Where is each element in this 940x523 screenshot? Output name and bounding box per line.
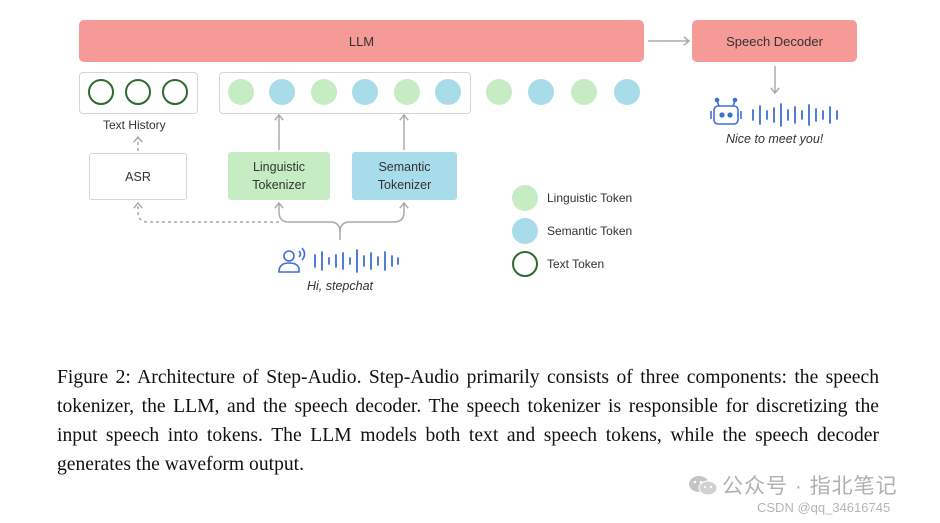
linguistic-token	[486, 79, 512, 105]
text-token	[125, 79, 151, 105]
speech-token-container	[219, 72, 471, 114]
asr-label: ASR	[125, 169, 151, 184]
legend-linguistic-label: Linguistic Token	[547, 191, 633, 205]
text-token	[162, 79, 188, 105]
legend-semantic-swatch	[512, 218, 538, 244]
semantic-token	[269, 79, 295, 105]
linguistic-tokenizer-label: Linguistic Tokenizer	[252, 160, 306, 192]
robot-icon	[710, 97, 742, 125]
output-utterance: Nice to meet you!	[726, 132, 824, 146]
linguistic-token	[394, 79, 420, 105]
semantic-tokenizer-label: Semantic Tokenizer	[377, 160, 432, 192]
output-waveform	[752, 103, 838, 127]
legend-semantic-label: Semantic Token	[547, 224, 633, 238]
input-waveform	[314, 249, 399, 273]
semantic-token	[528, 79, 554, 105]
llm-label: LLM	[348, 33, 375, 49]
text-token	[88, 79, 114, 105]
asr-block: ASR	[89, 153, 187, 200]
linguistic-token	[571, 79, 597, 105]
speech-decoder-label: Speech Decoder	[726, 33, 823, 49]
legend-text-label: Text Token	[547, 257, 605, 271]
watermark-csdn: CSDN @qq_34616745	[757, 500, 891, 515]
linguistic-token	[228, 79, 254, 105]
llm-block: LLM	[79, 20, 644, 62]
watermark-wechat-text: 公众号 · 指北笔记	[722, 475, 898, 498]
caption-text: Figure 2: Architecture of Step-Audio. St…	[57, 367, 879, 475]
figure-caption: Figure 2: Architecture of Step-Audio. St…	[57, 363, 879, 479]
user-icon	[278, 247, 306, 273]
wechat-icon	[688, 475, 718, 497]
speech-decoder-block: Speech Decoder	[692, 20, 857, 62]
semantic-token	[614, 79, 640, 105]
semantic-token	[435, 79, 461, 105]
semantic-tokenizer-block: Semantic Tokenizer	[352, 152, 457, 200]
linguistic-token	[311, 79, 337, 105]
linguistic-tokenizer-block: Linguistic Tokenizer	[228, 152, 330, 200]
text-history-label: Text History	[103, 118, 166, 132]
legend-text-swatch	[512, 251, 538, 277]
input-utterance: Hi, stepchat	[307, 279, 374, 293]
input-split-connector	[133, 201, 409, 240]
legend-linguistic-swatch	[512, 185, 538, 211]
watermark-wechat: 公众号 · 指北笔记	[688, 470, 898, 500]
semantic-token	[352, 79, 378, 105]
